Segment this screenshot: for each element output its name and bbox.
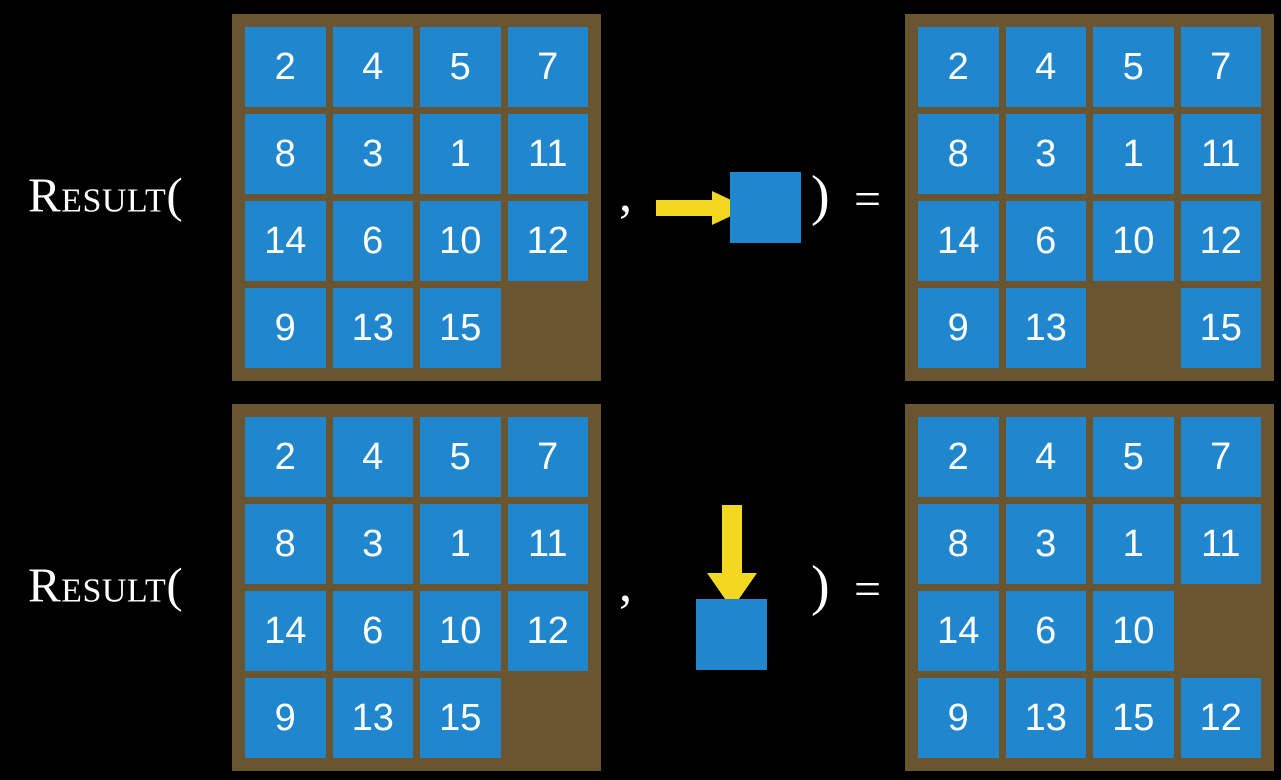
close-paren-top: ) (811, 165, 830, 227)
puzzle-tile[interactable]: 6 (332, 591, 413, 671)
puzzle-tile[interactable]: 4 (1005, 417, 1086, 497)
puzzle-tile[interactable]: 9 (245, 678, 326, 758)
puzzle-tile[interactable]: 7 (1180, 27, 1261, 107)
puzzle-tile[interactable]: 10 (1093, 201, 1174, 281)
puzzle-blank-cell (1181, 591, 1262, 671)
puzzle-tile[interactable]: 14 (245, 591, 326, 671)
puzzle-tile[interactable]: 5 (1093, 417, 1174, 497)
puzzle-tile[interactable]: 4 (332, 417, 413, 497)
puzzle-tile[interactable]: 2 (918, 27, 999, 107)
puzzle-tile[interactable]: 11 (1180, 504, 1261, 584)
puzzle-tile[interactable]: 11 (507, 504, 588, 584)
puzzle-tile[interactable]: 7 (1180, 417, 1261, 497)
arrow-down-icon (707, 505, 757, 609)
puzzle-tile[interactable]: 9 (918, 678, 999, 758)
puzzle-tile[interactable]: 10 (1093, 591, 1174, 671)
moving-tile-right (730, 172, 801, 243)
puzzle-tile[interactable]: 6 (1005, 201, 1086, 281)
puzzle-blank-cell (1093, 288, 1174, 368)
puzzle-tile[interactable]: 9 (245, 288, 326, 368)
puzzle-tile[interactable]: 9 (918, 288, 999, 368)
puzzle-tile[interactable]: 15 (1093, 678, 1174, 758)
puzzle-tile[interactable]: 7 (507, 27, 588, 107)
puzzle-tile[interactable]: 1 (420, 504, 501, 584)
puzzle-blank-cell (508, 288, 589, 368)
puzzle-tile[interactable]: 11 (1180, 114, 1261, 194)
puzzle-tile[interactable]: 2 (245, 417, 326, 497)
moving-tile-down (696, 599, 767, 670)
puzzle-tile[interactable]: 13 (1005, 288, 1086, 368)
puzzle-tile[interactable]: 15 (1180, 288, 1261, 368)
puzzle-tile[interactable]: 4 (332, 27, 413, 107)
puzzle-tile[interactable]: 8 (245, 114, 326, 194)
equals-sign-bottom: = (854, 563, 882, 616)
puzzle-tile[interactable]: 7 (507, 417, 588, 497)
puzzle-tile[interactable]: 1 (420, 114, 501, 194)
puzzle-tile[interactable]: 12 (507, 201, 588, 281)
close-paren-bottom: ) (811, 555, 830, 617)
operator-area-bottom: , ) = (601, 390, 905, 780)
puzzle-tile[interactable]: 12 (1180, 201, 1261, 281)
puzzle-tile[interactable]: 14 (245, 201, 326, 281)
puzzle-tile[interactable]: 13 (332, 288, 413, 368)
puzzle-tile[interactable]: 1 (1093, 114, 1174, 194)
puzzle-tile[interactable]: 12 (507, 591, 588, 671)
operator-area-top: , ) = (601, 0, 905, 390)
puzzle-tile[interactable]: 15 (420, 678, 501, 758)
puzzle-blank-cell (508, 678, 589, 758)
puzzle-tile[interactable]: 1 (1093, 504, 1174, 584)
puzzle-tile[interactable]: 2 (245, 27, 326, 107)
puzzle-tile[interactable]: 2 (918, 417, 999, 497)
equals-sign-top: = (854, 173, 882, 226)
puzzle-tile[interactable]: 12 (1180, 678, 1261, 758)
puzzle-tile[interactable]: 3 (332, 114, 413, 194)
puzzle-tile[interactable]: 6 (1005, 591, 1086, 671)
puzzle-tile[interactable]: 10 (420, 201, 501, 281)
puzzle-tile[interactable]: 4 (1005, 27, 1086, 107)
puzzle-tile[interactable]: 13 (332, 678, 413, 758)
puzzle-tile[interactable]: 13 (1005, 678, 1086, 758)
puzzle-tile[interactable]: 5 (420, 417, 501, 497)
argument-separator-comma-top: , (619, 166, 632, 223)
argument-separator-comma-bottom: , (619, 556, 632, 613)
puzzle-tile[interactable]: 14 (918, 201, 999, 281)
puzzle-tile[interactable]: 8 (918, 114, 999, 194)
puzzle-tile[interactable]: 3 (332, 504, 413, 584)
puzzle-tile[interactable]: 14 (918, 591, 999, 671)
puzzle-tile[interactable]: 3 (1005, 114, 1086, 194)
puzzle-tile[interactable]: 6 (332, 201, 413, 281)
action-move-right (656, 172, 801, 244)
puzzle-tile[interactable]: 10 (420, 591, 501, 671)
action-move-down (686, 505, 776, 670)
arrow-right-icon (656, 191, 748, 225)
puzzle-tile[interactable]: 8 (245, 504, 326, 584)
puzzle-tile[interactable]: 11 (507, 114, 588, 194)
result-function-label-bottom: Result( (28, 557, 184, 613)
puzzle-tile[interactable]: 8 (918, 504, 999, 584)
result-function-label-top: Result( (28, 167, 184, 223)
puzzle-tile[interactable]: 15 (420, 288, 501, 368)
puzzle-tile[interactable]: 5 (420, 27, 501, 107)
puzzle-tile[interactable]: 5 (1093, 27, 1174, 107)
puzzle-tile[interactable]: 3 (1005, 504, 1086, 584)
